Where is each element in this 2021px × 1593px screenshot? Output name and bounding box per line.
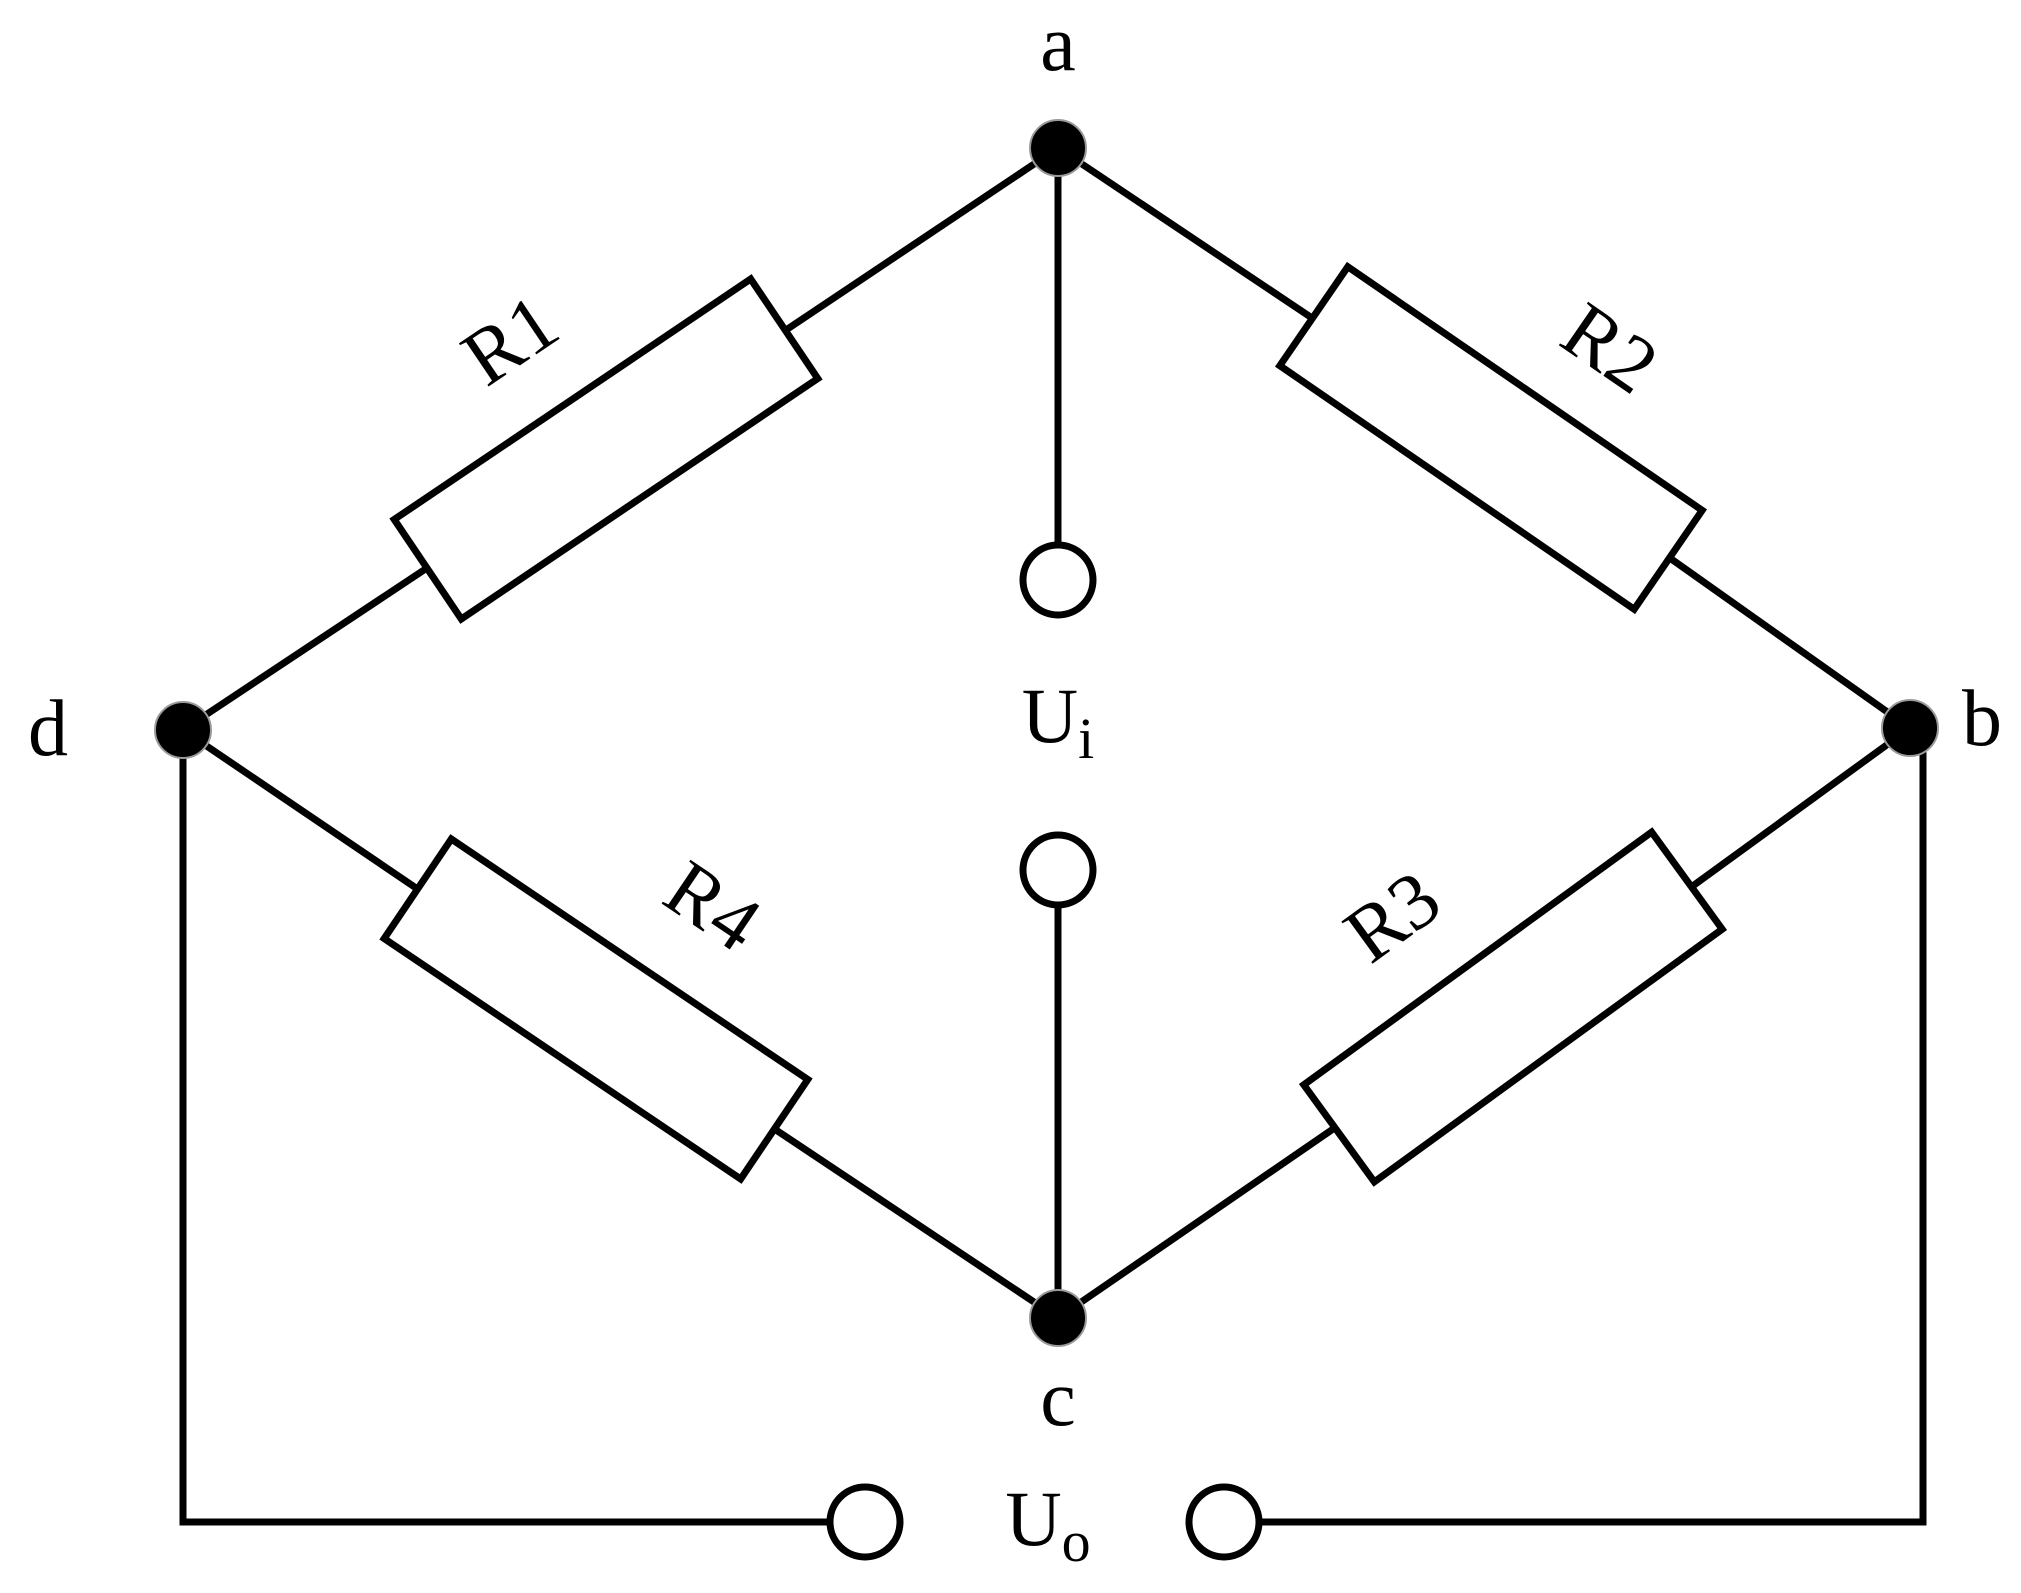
uo-terminal-right: [1185, 1483, 1263, 1561]
wire-a-r1: [779, 144, 1062, 336]
resistor-r2: [1274, 261, 1708, 615]
resistor-r3: [1298, 827, 1728, 1187]
ui-terminal-top: [1019, 541, 1097, 619]
resistor-r4: [379, 834, 813, 1184]
node-b-label: b: [1962, 675, 2002, 763]
input-voltage-label: Ui: [1022, 672, 1094, 771]
wire-r4-c: [769, 1124, 1062, 1322]
ui-terminal-bottom: [1019, 831, 1097, 909]
output-voltage-symbol: U: [1005, 1475, 1061, 1562]
node-a-dot: [1029, 119, 1087, 177]
wire-d-uo-terminal: [179, 726, 834, 1526]
wire-b-r3: [1686, 724, 1914, 892]
resistor-r1: [389, 274, 823, 624]
wire-r2-b: [1663, 552, 1914, 732]
node-c-label: c: [1040, 1355, 1076, 1443]
node-d-label: d: [28, 685, 68, 773]
node-a-label: a: [1040, 0, 1076, 88]
wire-a-r2: [1054, 144, 1319, 324]
resistor-r4-label: R4: [649, 844, 776, 969]
resistor-r2-label: R2: [1546, 286, 1673, 411]
input-voltage-symbol: U: [1022, 672, 1078, 759]
resistor-r3-label: R3: [1329, 854, 1456, 980]
node-c-dot: [1029, 1289, 1087, 1347]
node-d-dot: [154, 701, 212, 759]
wire-r1-d: [179, 562, 434, 734]
uo-terminal-left: [826, 1483, 904, 1561]
wire-d-r4: [179, 726, 423, 894]
node-b-dot: [1881, 699, 1939, 757]
output-voltage-label: Uo: [1005, 1475, 1090, 1574]
resistor-r1-label: R1: [447, 278, 574, 403]
wire-r3-c: [1054, 1123, 1340, 1322]
input-voltage-subscript: i: [1078, 706, 1094, 771]
output-voltage-subscript: o: [1062, 1509, 1091, 1574]
